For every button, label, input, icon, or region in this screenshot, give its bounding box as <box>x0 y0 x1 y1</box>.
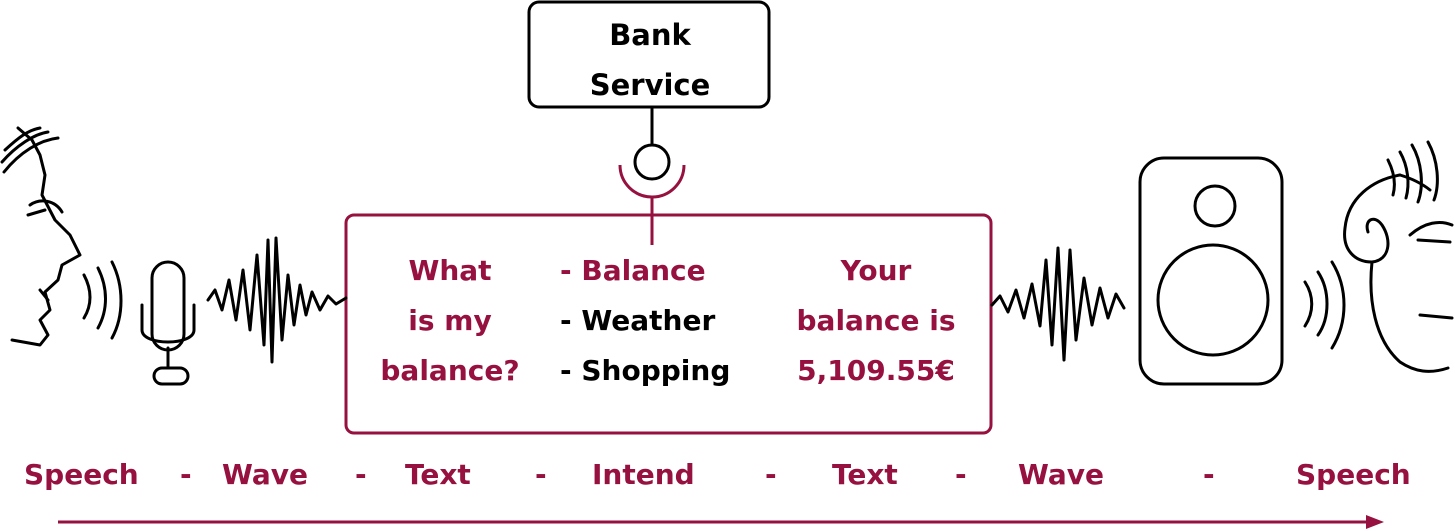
interface-socket-icon <box>618 164 686 199</box>
stage-separator: - <box>1203 458 1215 491</box>
system-answer: Your balance is 5,109.55€ <box>776 246 976 396</box>
stage-text-in: Text <box>405 458 471 491</box>
listening-head-icon <box>1303 140 1454 373</box>
answer-line-2: balance is <box>796 304 956 337</box>
intent-item-shopping: - Shopping <box>560 354 731 387</box>
stage-wave-out: Wave <box>1018 458 1105 491</box>
answer-line-3: 5,109.55€ <box>797 354 955 387</box>
processing-box <box>344 213 993 435</box>
waveform-left-icon <box>206 236 348 364</box>
question-line-1: What <box>408 254 492 287</box>
speaking-head-icon <box>0 126 123 347</box>
bank-line-1: Bank <box>609 18 691 52</box>
question-line-2: is my <box>408 304 492 337</box>
intent-list: - Balance - Weather - Shopping <box>560 246 730 396</box>
intent-item-balance: - Balance <box>560 254 706 287</box>
intent-item-weather: - Weather <box>560 304 716 337</box>
answer-line-1: Your <box>840 254 912 287</box>
stage-text-out: Text <box>832 458 898 491</box>
stage-separator: - <box>355 458 367 491</box>
bank-line-2: Service <box>589 68 711 102</box>
flow-arrow <box>58 515 1384 529</box>
bank-service-label: Bank Service <box>530 10 770 110</box>
interface-lollipop-icon <box>633 143 671 181</box>
loudspeaker-icon <box>1138 156 1284 386</box>
stage-speech-out: Speech <box>1296 458 1411 491</box>
bank-service-box <box>527 0 771 109</box>
waveform-right-icon <box>990 246 1126 362</box>
question-line-3: balance? <box>380 354 520 387</box>
stage-separator: - <box>765 458 777 491</box>
stage-intend: Intend <box>592 458 695 491</box>
user-question: What is my balance? <box>362 246 538 396</box>
stage-separator: - <box>180 458 192 491</box>
microphone-icon <box>140 260 196 386</box>
stage-separator: - <box>535 458 547 491</box>
stage-wave-in: Wave <box>222 458 309 491</box>
stage-separator: - <box>955 458 967 491</box>
stage-speech-in: Speech <box>24 458 139 491</box>
